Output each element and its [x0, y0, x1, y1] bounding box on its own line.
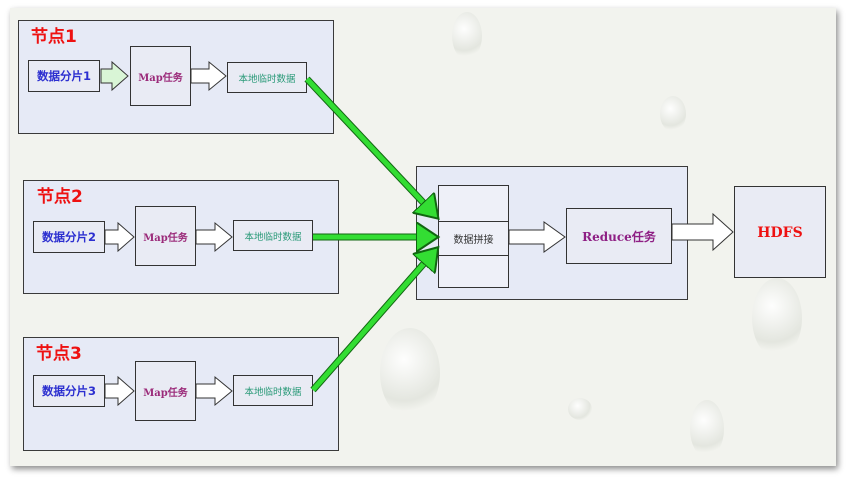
reduce-task-box: Reduce任务	[566, 208, 672, 264]
node-title-3: 节点3	[36, 344, 82, 364]
local-temp-data-box-2: 本地临时数据	[233, 220, 313, 251]
map-task-box-3: Map任务	[135, 361, 196, 421]
local-temp-data-box-3: 本地临时数据	[233, 375, 313, 406]
data-merge-box: 数据拼接	[438, 185, 509, 288]
block-arrow	[671, 212, 734, 252]
block-arrow	[104, 221, 135, 253]
water-drop-decoration	[752, 278, 802, 358]
data-shard-label-3: 数据分片3	[41, 384, 96, 398]
block-arrow	[195, 375, 233, 407]
data-merge-label: 数据拼接	[453, 235, 494, 246]
data-shard-box-3: 数据分片3	[33, 375, 105, 407]
hdfs-label: HDFS	[757, 225, 803, 241]
reduce-task-label: Reduce任务	[582, 229, 656, 244]
block-arrow	[508, 221, 566, 253]
data-shard-label-2: 数据分片2	[41, 230, 96, 244]
map-task-label-1: Map任务	[138, 72, 183, 84]
local-temp-data-box-1: 本地临时数据	[227, 62, 307, 93]
block-arrow	[100, 60, 129, 92]
water-drop-decoration	[380, 328, 440, 418]
block-arrow	[190, 60, 227, 92]
data-shard-label-1: 数据分片1	[36, 69, 91, 83]
map-task-box-1: Map任务	[130, 46, 191, 106]
water-drop-decoration	[660, 96, 686, 132]
map-task-label-3: Map任务	[143, 387, 188, 399]
local-temp-data-label-1: 本地临时数据	[238, 73, 296, 85]
block-arrow	[104, 375, 135, 407]
node-title-2: 节点2	[37, 187, 83, 207]
hdfs-box: HDFS	[734, 186, 826, 278]
block-arrow	[195, 221, 233, 253]
water-drop-decoration	[452, 12, 482, 60]
node-title-1: 节点1	[31, 27, 77, 47]
water-drop-decoration	[690, 400, 724, 458]
data-shard-box-1: 数据分片1	[28, 60, 100, 92]
shuffle-arrow-node3	[311, 252, 434, 392]
map-task-label-2: Map任务	[143, 232, 188, 244]
local-temp-data-label-2: 本地临时数据	[244, 231, 302, 243]
merge-band: 数据拼接	[439, 221, 508, 256]
local-temp-data-label-3: 本地临时数据	[244, 386, 302, 398]
map-task-box-2: Map任务	[135, 206, 196, 266]
water-drop-decoration	[568, 398, 592, 420]
shuffle-arrow-node1	[305, 77, 434, 214]
